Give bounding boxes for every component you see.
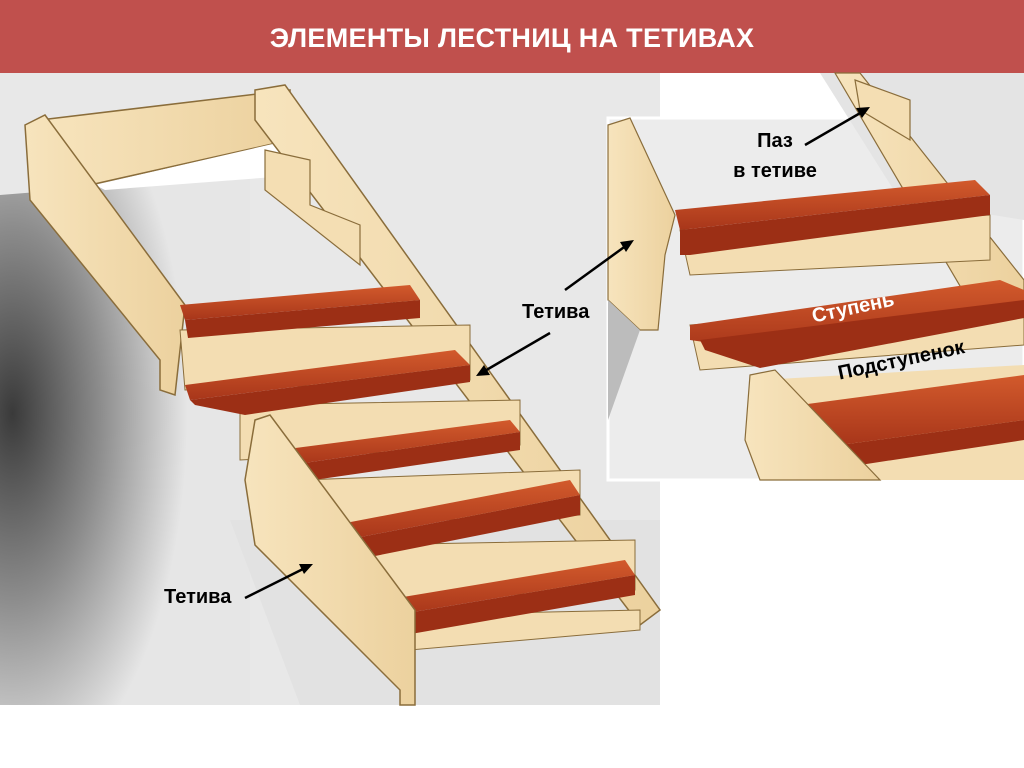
header-bar — [0, 0, 1024, 73]
tread-5 — [385, 560, 635, 635]
stringer-label-bottom: Тетива — [164, 586, 232, 608]
arrow-groove — [804, 107, 870, 147]
arrow-stringer-main — [476, 331, 551, 376]
main-scene — [0, 73, 662, 706]
page-title: ЭЛЕМЕНТЫ ЛЕСТНИЦ НА ТЕТИВАХ — [269, 23, 755, 53]
tread-1 — [180, 285, 420, 338]
groove-label: Паз — [740, 126, 810, 156]
inset-detail — [606, 72, 1024, 482]
tread-3 — [280, 420, 520, 482]
left-stringer — [24, 114, 186, 397]
arrow-stringer-inset — [564, 240, 634, 292]
front-stringer — [244, 414, 416, 706]
arrow-stringer-front — [244, 564, 313, 600]
tread-2 — [185, 350, 470, 415]
groove-label-line2: в тетиве — [733, 160, 817, 182]
tread-4 — [335, 480, 580, 560]
stringer-label-right: Тетива — [522, 301, 590, 323]
groove-label-line2-wrap: в тетиве — [715, 156, 835, 186]
groove-label-line1: Паз — [757, 130, 793, 152]
